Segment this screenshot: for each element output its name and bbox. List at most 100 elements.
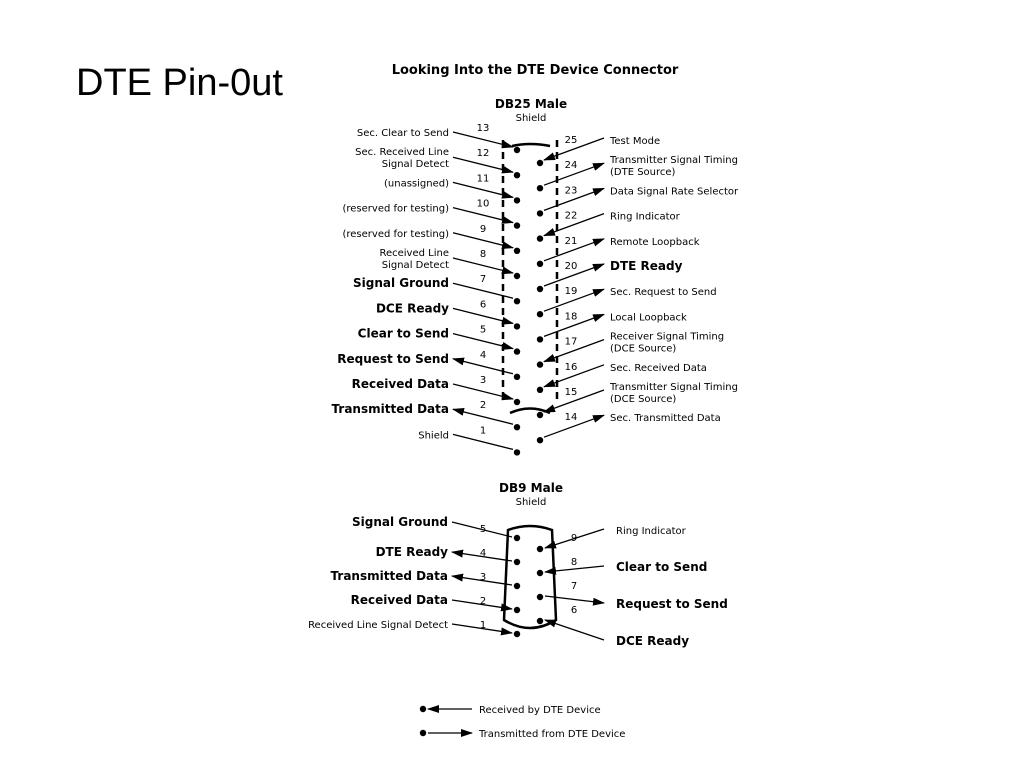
- db9-pin-4-dot: [513, 558, 521, 566]
- db25-connector-bottom: [509, 407, 551, 415]
- db25-pin-15-wire: [543, 389, 605, 413]
- db25-pin-11-wire: [452, 181, 514, 199]
- db25-pin-5-dot: [513, 348, 521, 355]
- db25-pin-8-dot: [513, 272, 521, 280]
- db25-pin-14-label: Sec. Transmitted Data: [610, 413, 721, 424]
- db9-pin-5-label: Signal Ground: [352, 515, 448, 529]
- db25-pin-17-dot: [536, 361, 544, 368]
- db25-pin-13-number: 13: [477, 123, 490, 134]
- db25-pin-24-label: Transmitter Signal Timing: [609, 155, 738, 166]
- db25-pin-3-label: Received Data: [352, 377, 449, 391]
- db25-pin-3-number: 3: [480, 375, 486, 386]
- db25-pin-8-label: Received Line: [379, 248, 449, 259]
- db25-pin-2-dot: [513, 424, 521, 431]
- db25-pin-1-wire: [452, 433, 514, 451]
- db9-pin-1-label: Received Line Signal Detect: [308, 620, 448, 631]
- db9-pin-6-label: DCE Ready: [616, 634, 689, 648]
- db25-pin-22-dot: [536, 235, 544, 242]
- db9-pin-9-wire: [544, 528, 605, 549]
- db25-connector-shell: [501, 140, 559, 402]
- db25-pin-13-wire: [452, 131, 514, 149]
- db9-pin-1-dot: [513, 630, 521, 638]
- legend-in-label: Received by DTE Device: [479, 705, 601, 716]
- slide-title: DTE Pin-0ut: [76, 62, 283, 104]
- db25-pin-12-dot: [513, 172, 521, 179]
- db9-pin-6-number: 6: [571, 605, 577, 616]
- db25-pin-12-label: Signal Detect: [382, 159, 449, 170]
- db9-pin-2-label: Received Data: [351, 593, 448, 607]
- db9-pin-9-dot: [536, 545, 544, 553]
- db9-pin-7-dot: [536, 593, 544, 601]
- db25-pin-11-dot: [513, 197, 521, 204]
- db25-pin-15-number: 15: [565, 387, 578, 398]
- db25-pin-6-dot: [513, 323, 521, 330]
- db25-pin-7-label: Signal Ground: [353, 276, 449, 290]
- db9-pin-8-wire: [544, 565, 605, 575]
- db25-pin-24-wire: [543, 162, 605, 186]
- db25-pin-25-wire: [543, 137, 605, 161]
- db25-pin-2-number: 2: [480, 400, 486, 411]
- db25-pin-8-wire: [452, 257, 514, 275]
- db25-pin-1-dot: [513, 449, 521, 456]
- db25-pin-5-label: Clear to Send: [358, 327, 449, 341]
- db25-pin-18-label: Local Loopback: [610, 312, 687, 323]
- db25-pin-2-wire: [452, 407, 514, 425]
- db9-pin-7-number: 7: [571, 581, 577, 592]
- db25-pin-4-number: 4: [480, 350, 486, 361]
- db25-pin-14-number: 14: [565, 412, 578, 423]
- db25-pin-14-wire: [543, 414, 605, 438]
- db25-pin-20-label: DTE Ready: [610, 259, 683, 273]
- db25-pin-13-label: Sec. Clear to Send: [357, 128, 449, 139]
- db25-pin-7-number: 7: [480, 274, 486, 285]
- db25-shield-label: Shield: [516, 113, 547, 124]
- db25-pin-3-wire: [452, 383, 514, 401]
- db25-pin-21-dot: [536, 260, 544, 267]
- db9-pin-4-label: DTE Ready: [376, 545, 449, 559]
- db25-pin-23-wire: [543, 187, 605, 212]
- db25-pin-10-label: (reserved for testing): [342, 204, 449, 215]
- db9-pin-7-wire: [544, 595, 605, 606]
- db9-pin-5-dot: [513, 534, 521, 542]
- db25-pin-10-wire: [452, 206, 514, 224]
- db25-pin-19-dot: [536, 311, 544, 318]
- db25-pin-2-label: Transmitted Data: [332, 402, 449, 416]
- db25-pin-5-wire: [452, 332, 514, 350]
- db25-pin-19-label: Sec. Request to Send: [610, 287, 717, 298]
- db25-pin-4-label: Request to Send: [337, 352, 449, 366]
- db25-pin-17-label: Receiver Signal Timing: [610, 332, 724, 343]
- db25-pin-9-label: (reserved for testing): [342, 229, 449, 240]
- db25-pin-15-label: Transmitter Signal Timing: [609, 382, 738, 393]
- db25-pin-11-number: 11: [477, 173, 490, 184]
- db25-pin-15-dot: [536, 411, 544, 419]
- db9-pin-5-wire: [451, 521, 513, 538]
- db25-pin-16-wire: [543, 364, 605, 388]
- db9-title: DB9 Male: [499, 481, 563, 495]
- db25-pin-3-dot: [513, 398, 521, 406]
- db25-pin-19-wire: [543, 288, 605, 312]
- db25-pin-4-dot: [513, 373, 521, 380]
- db9-pin-9-number: 9: [571, 533, 577, 544]
- db9-pin-6-dot: [536, 617, 544, 625]
- db9-pin-9-label: Ring Indicator: [616, 526, 687, 537]
- db25-pin-14-dot: [536, 437, 544, 444]
- db25-pin-4-wire: [452, 357, 514, 375]
- legend-out-dot: [419, 729, 427, 737]
- db25-pin-1-label: Shield: [418, 430, 449, 441]
- db25-pin-6-label: DCE Ready: [376, 301, 449, 315]
- db25-pin-6-number: 6: [480, 299, 486, 310]
- db25-pin-21-label: Remote Loopback: [610, 237, 700, 248]
- db9-pin-7-label: Request to Send: [616, 597, 728, 611]
- db25-pin-24-label: (DTE Source): [610, 167, 676, 178]
- db25-pin-20-number: 20: [565, 261, 578, 272]
- db9-pin-1-number: 1: [480, 620, 486, 631]
- db9-connector-shell: [502, 524, 558, 630]
- db25-pin-18-dot: [536, 336, 544, 343]
- db25-pin-7-wire: [452, 282, 514, 299]
- db25-pin-9-dot: [513, 247, 521, 254]
- db9-pin-5-number: 5: [480, 524, 486, 535]
- db9-pin-6-wire: [544, 619, 605, 641]
- db25-pin-5-number: 5: [480, 325, 486, 336]
- db9-pin-8-dot: [536, 569, 544, 577]
- db9-pin-2-number: 2: [480, 596, 486, 607]
